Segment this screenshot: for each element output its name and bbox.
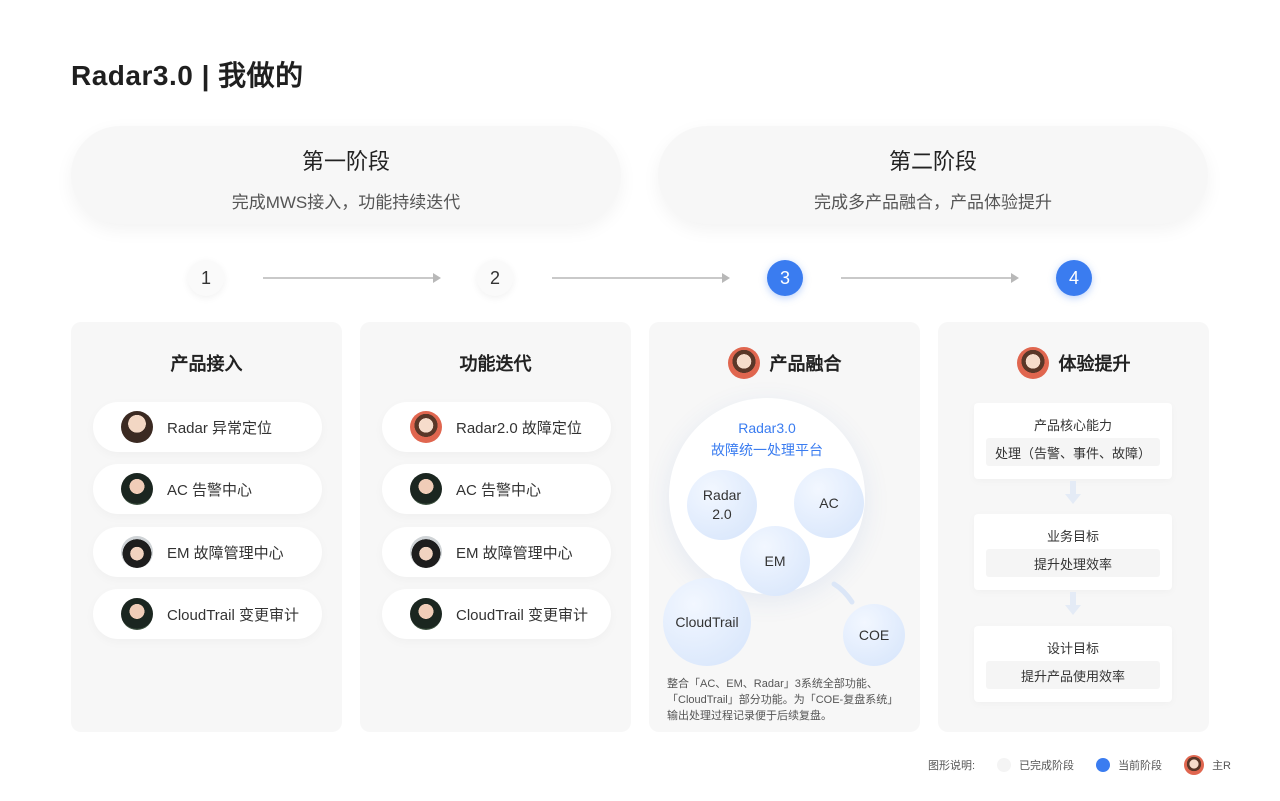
list-item: CloudTrail 变更审计 xyxy=(382,589,611,639)
bubble-cloudtrail: CloudTrail xyxy=(663,578,751,666)
down-arrow xyxy=(1065,481,1081,507)
avatar xyxy=(121,473,153,505)
avatar xyxy=(410,598,442,630)
item-label: AC 告警中心 xyxy=(167,481,253,499)
avatar xyxy=(410,411,442,443)
block-value: 提升产品使用效率 xyxy=(986,661,1160,689)
avatar xyxy=(121,598,153,630)
bubble-ac: AC xyxy=(794,468,864,538)
step-2-marker: 2 xyxy=(477,260,513,296)
step-arrow-3 xyxy=(841,273,1019,283)
list-item: EM 故障管理中心 xyxy=(93,527,322,577)
owner-avatar xyxy=(1016,347,1049,379)
step-4-marker: 4 xyxy=(1056,260,1092,296)
card-feature-iteration: 功能迭代 Radar2.0 故障定位 AC 告警中心 EM 故障管理中心 Clo… xyxy=(360,322,631,732)
design-goal-block: 设计目标 提升产品使用效率 xyxy=(974,626,1172,702)
step-1-marker: 1 xyxy=(188,260,224,296)
bubble-label: EM xyxy=(764,552,786,569)
bubble-em: EM xyxy=(740,526,810,596)
item-label: CloudTrail 变更审计 xyxy=(167,606,299,624)
note-line: 输出处理过程记录便于后续复盘。 xyxy=(667,710,832,722)
legend: 图形说明: 已完成阶段 当前阶段 主R xyxy=(928,755,1231,775)
list-item: CloudTrail 变更审计 xyxy=(93,589,322,639)
card-title: 产品融合 xyxy=(769,354,842,374)
bubble-label: Radar xyxy=(702,487,742,503)
block-title: 产品核心能力 xyxy=(1033,418,1112,433)
legend-owner: 主R xyxy=(1212,760,1232,772)
list-item: Radar 异常定位 xyxy=(93,402,322,452)
note-line: 整合「AC、EM、Radar」3系统全部功能、 xyxy=(667,678,878,690)
bubble-label: COE xyxy=(858,626,890,643)
list-item: EM 故障管理中心 xyxy=(382,527,611,577)
bubble-coe: COE xyxy=(843,604,905,666)
block-value: 处理（告警、事件、故障） xyxy=(986,438,1160,466)
card-title: 功能迭代 xyxy=(459,354,532,374)
stage-one-title: 第一阶段 xyxy=(301,149,390,174)
item-label: Radar2.0 故障定位 xyxy=(456,419,582,437)
done-swatch xyxy=(997,758,1012,772)
item-label: EM 故障管理中心 xyxy=(456,544,573,562)
fusion-note: 整合「AC、EM、Radar」3系统全部功能、 「CloudTrail」部分功能… xyxy=(667,676,912,724)
list-item: AC 告警中心 xyxy=(93,464,322,514)
step-arrow-2 xyxy=(552,273,730,283)
card-product-integration: 产品接入 Radar 异常定位 AC 告警中心 EM 故障管理中心 CloudT… xyxy=(71,322,342,732)
legend-done: 已完成阶段 xyxy=(1019,760,1075,772)
step-3-marker: 3 xyxy=(767,260,803,296)
business-goal-block: 业务目标 提升处理效率 xyxy=(974,514,1172,590)
stage-one-subtitle: 完成MWS接入，功能持续迭代 xyxy=(231,193,461,212)
page-title: Radar3.0 | 我做的 xyxy=(71,60,304,91)
step-arrow-1 xyxy=(263,273,441,283)
platform-desc: 故障统一处理平台 xyxy=(711,442,823,458)
legend-label: 图形说明: xyxy=(928,760,976,772)
item-label: AC 告警中心 xyxy=(456,481,542,499)
card-title: 产品接入 xyxy=(170,354,243,374)
coe-link-arrow xyxy=(831,581,855,605)
item-label: EM 故障管理中心 xyxy=(167,544,284,562)
bubble-label: AC xyxy=(819,494,839,511)
avatar xyxy=(121,411,153,443)
block-value: 提升处理效率 xyxy=(986,549,1160,577)
list-item: Radar2.0 故障定位 xyxy=(382,402,611,452)
platform-name: Radar3.0 xyxy=(738,420,796,436)
down-arrow xyxy=(1065,592,1081,618)
item-label: CloudTrail 变更审计 xyxy=(456,606,588,624)
stage-two-subtitle: 完成多产品融合，产品体验提升 xyxy=(814,193,1052,212)
stage-two-title: 第二阶段 xyxy=(888,149,977,174)
current-swatch xyxy=(1096,758,1111,772)
list-item: AC 告警中心 xyxy=(382,464,611,514)
bubble-label: 2.0 xyxy=(712,506,732,522)
avatar xyxy=(121,536,153,568)
stage-two-banner: 第二阶段 完成多产品融合，产品体验提升 xyxy=(658,126,1208,224)
item-label: Radar 异常定位 xyxy=(167,419,273,437)
bubble-radar: Radar 2.0 xyxy=(687,470,757,540)
note-line: 「CloudTrail」部分功能。为「COE-复盘系统」 xyxy=(667,694,899,706)
block-title: 业务目标 xyxy=(1046,529,1099,544)
stage-one-banner: 第一阶段 完成MWS接入，功能持续迭代 xyxy=(71,126,621,224)
bubble-label: CloudTrail xyxy=(675,613,739,630)
card-title: 体验提升 xyxy=(1058,354,1131,374)
avatar xyxy=(410,536,442,568)
avatar xyxy=(410,473,442,505)
owner-avatar xyxy=(727,347,760,379)
owner-avatar-swatch xyxy=(1184,755,1205,775)
legend-current: 当前阶段 xyxy=(1118,760,1163,772)
core-capability-block: 产品核心能力 处理（告警、事件、故障） xyxy=(974,403,1172,479)
block-title: 设计目标 xyxy=(1046,641,1099,656)
